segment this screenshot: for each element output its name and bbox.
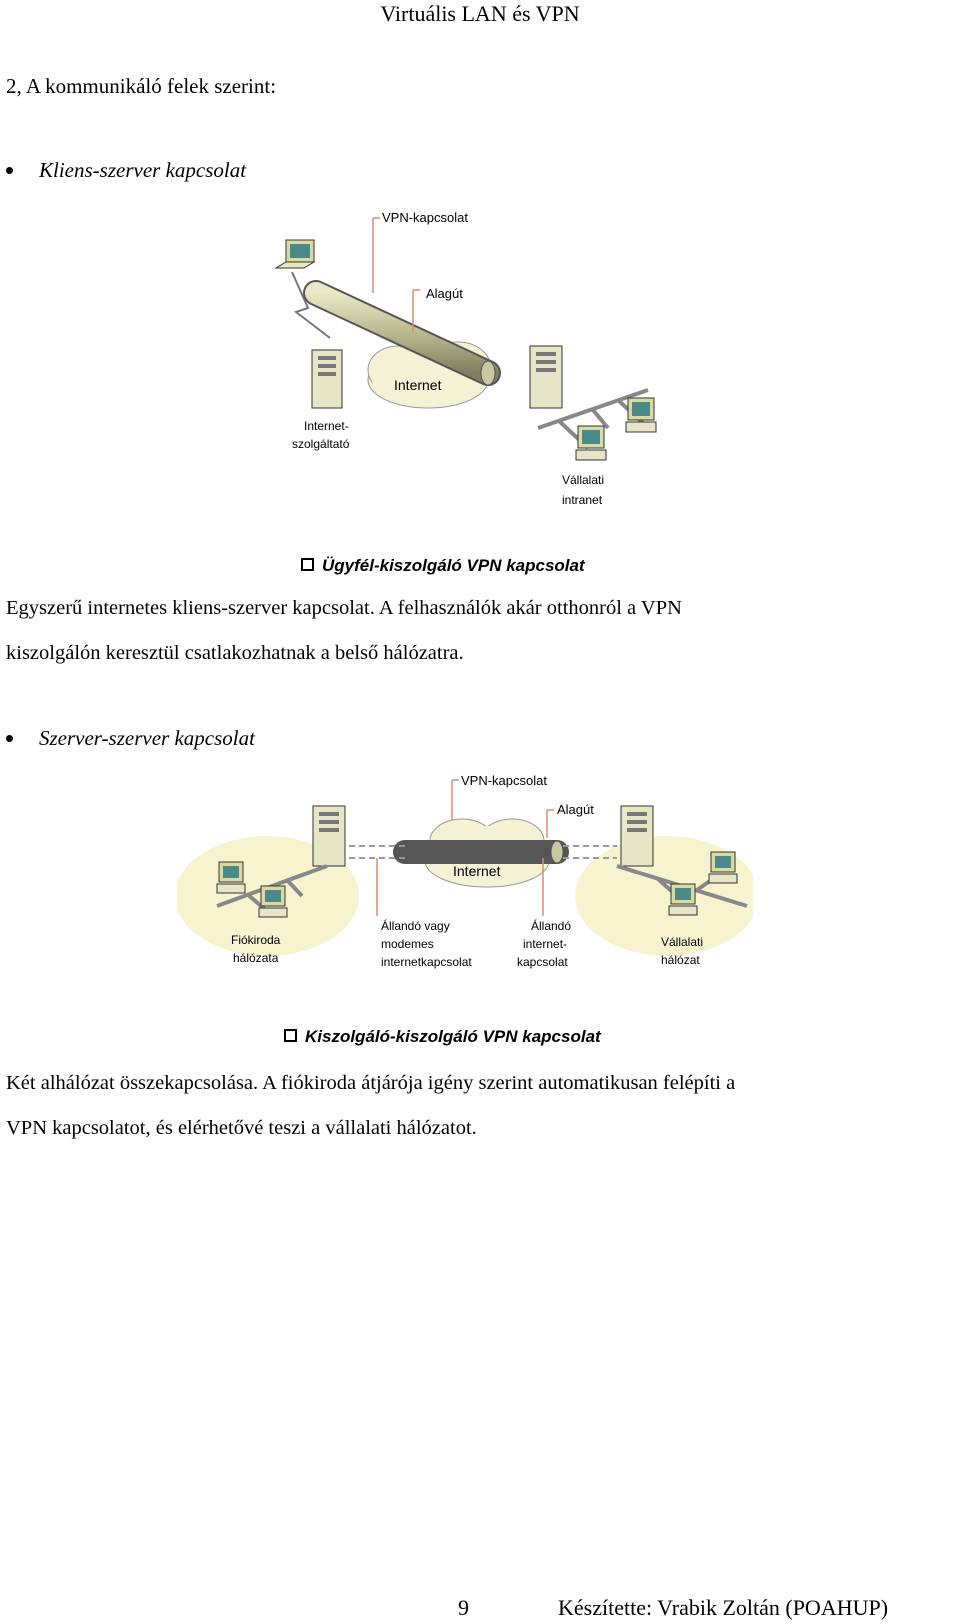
isp-server-icon [311, 349, 343, 409]
corp-label-line2: hálózat [661, 953, 700, 967]
workstation-icon [216, 861, 246, 894]
workstation-icon [708, 851, 738, 884]
branch-server-icon [312, 805, 346, 867]
internet-label: Internet [394, 377, 442, 393]
vpn-tunnel [303, 280, 501, 386]
paragraph-2: Két alhálózat összekapcsolása. A fiókiro… [6, 1061, 946, 1151]
figure2-caption: Kiszolgáló-kiszolgáló VPN kapcsolat [305, 1027, 602, 1046]
footer-author: Készítette: Vrabik Zoltán (POAHUP) [558, 1595, 889, 1620]
intranet-label-line2: intranet [562, 493, 603, 507]
section-heading: 2, A kommunikáló felek szerint: [6, 74, 277, 98]
conn2-label-line1: Állandó [531, 918, 571, 933]
figure1-caption: Ügyfél-kiszolgáló VPN kapcsolat [322, 556, 586, 575]
client-server-vpn-diagram: VPN-kapcsolat Internet Alagút Internet- … [248, 198, 682, 581]
bullet-dot [6, 166, 13, 174]
internet-links [349, 845, 617, 859]
server-server-vpn-diagram: VPN-kapcsolat Internet Alagút [177, 766, 753, 1054]
caption-checkbox-icon [284, 1029, 297, 1042]
workstation-icon [625, 397, 657, 433]
conn1-label-line2: modemes [381, 937, 434, 951]
isp-label-line2: szolgáltató [292, 437, 350, 451]
workstation-icon [258, 885, 288, 918]
conn2-label-line2: internet- [523, 937, 567, 951]
corporate-server-icon [529, 345, 563, 409]
isp-label-line1: Internet- [304, 419, 349, 433]
laptop-icon [274, 239, 316, 269]
workstation-icon [575, 425, 607, 461]
conn1-label-line3: internetkapcsolat [381, 955, 472, 969]
caption-checkbox-icon [301, 558, 314, 571]
page-header: Virtuális LAN és VPN [380, 1, 580, 26]
corporate-server-icon [620, 805, 654, 867]
internet-label: Internet [453, 863, 501, 879]
bullet-text: Kliens-szerver kapcsolat [39, 158, 247, 182]
bullet-client-server: Kliens-szerver kapcsolat [6, 158, 246, 183]
bullet-dot [6, 734, 13, 742]
tunnel-label: Alagút [426, 286, 463, 301]
conn1-label-line1: Állandó vagy [381, 918, 450, 933]
paragraph-1: Egyszerű internetes kliens-szerver kapcs… [6, 586, 946, 676]
paragraph-2-line2: VPN kapcsolatot, és elérhetővé teszi a v… [6, 1117, 477, 1139]
bullet-text: Szerver-szerver kapcsolat [39, 726, 255, 750]
vpn-label: VPN-kapcsolat [461, 773, 547, 788]
dialup-link [291, 271, 331, 339]
vpn-tunnel [393, 840, 569, 864]
paragraph-1-line2: kiszolgálón keresztül csatlakozhatnak a … [6, 642, 464, 664]
corp-label-line1: Vállalati [661, 935, 703, 949]
intranet-label-line1: Vállalati [562, 473, 604, 487]
paragraph-1-line1: Egyszerű internetes kliens-szerver kapcs… [6, 597, 682, 619]
paragraph-2-line1: Két alhálózat összekapcsolása. A fiókiro… [6, 1072, 736, 1094]
tunnel-label: Alagút [557, 802, 594, 817]
conn2-label-line3: kapcsolat [517, 955, 568, 969]
branch-label-line1: Fiókiroda [231, 933, 281, 947]
branch-label-line2: hálózata [233, 951, 279, 965]
bullet-server-server: Szerver-szerver kapcsolat [6, 726, 255, 751]
workstation-icon [668, 883, 698, 916]
page-number: 9 [458, 1595, 469, 1620]
vpn-label: VPN-kapcsolat [382, 210, 468, 225]
